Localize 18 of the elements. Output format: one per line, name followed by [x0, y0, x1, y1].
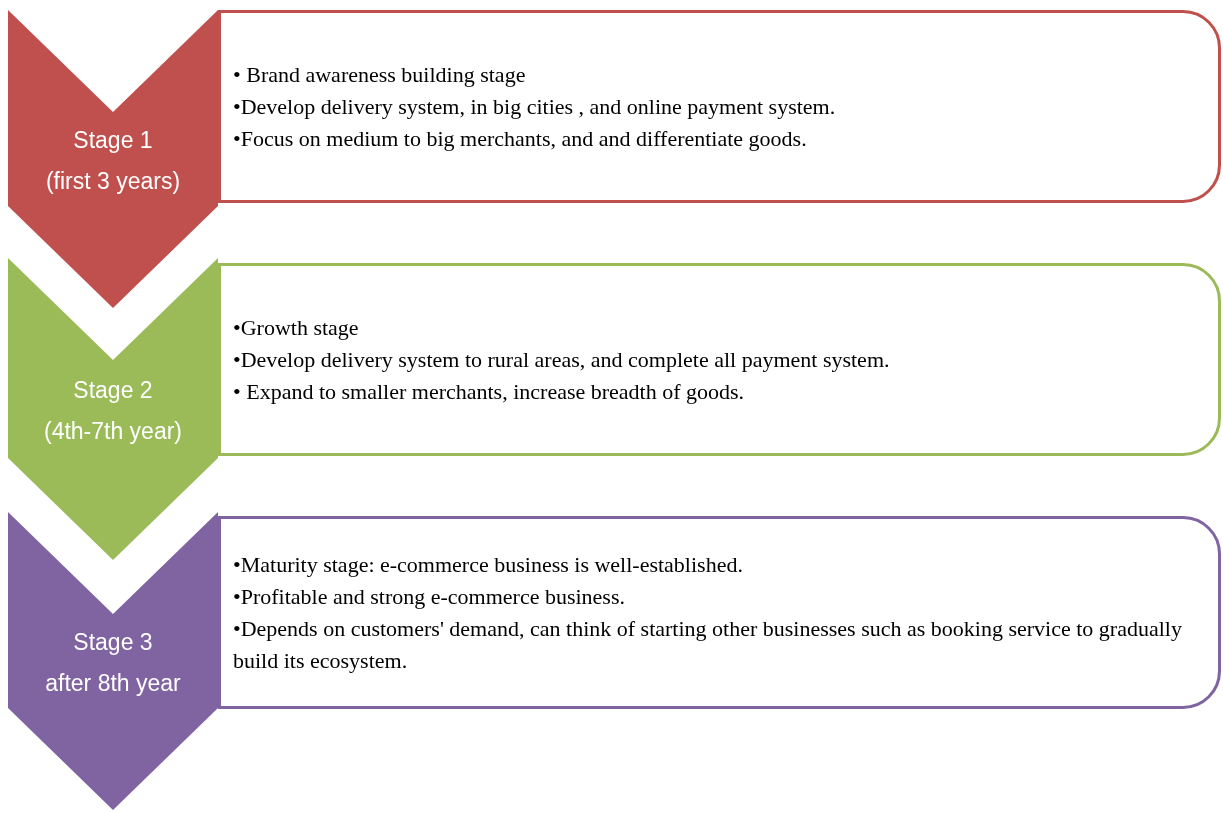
bullet-text: • Brand awareness building stage — [233, 60, 527, 89]
stage-label: (4th-7th year) — [43, 417, 183, 446]
bullet-text: •Maturity stage: e-commerce business is well-established. — [233, 550, 744, 579]
stage-label: Stage 2 — [73, 376, 153, 405]
bullet-text: •Depends on customers' demand, can think of starting other businesses such as booking service to gradually build its ecosystem. — [233, 614, 1183, 675]
stage-label: after 8th year — [45, 669, 181, 698]
stage-label: Stage 1 — [73, 126, 153, 155]
description-box — [218, 516, 1221, 709]
bullet-text: •Growth stage — [233, 313, 360, 342]
bullet-text: •Develop delivery system to rural areas, and complete all payment system. — [233, 345, 891, 374]
bullet-text: •Focus on medium to big merchants, and and differentiate goods. — [233, 124, 808, 153]
stage-label: Stage 3 — [73, 628, 153, 657]
description-box — [218, 263, 1221, 456]
bullet-text: •Profitable and strong e-commerce business. — [233, 582, 626, 611]
bullet-text: •Develop delivery system, in big cities , and online payment system. — [233, 92, 837, 121]
bullet-text: • Expand to smaller merchants, increase breadth of goods. — [233, 377, 746, 406]
stage-label: (first 3 years) — [45, 167, 181, 196]
description-box — [218, 10, 1221, 203]
